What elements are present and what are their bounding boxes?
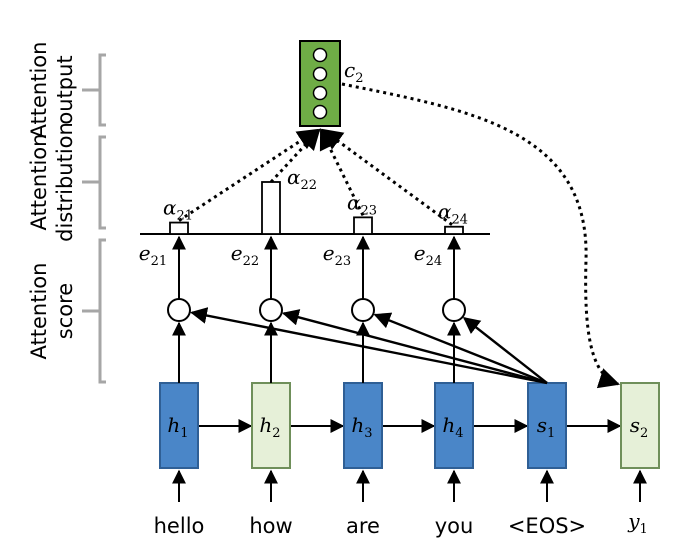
output-bracket — [82, 53, 106, 127]
decoder-query-arrow — [462, 316, 548, 384]
input-word-2: are — [346, 514, 380, 538]
input-word-3: you — [435, 514, 474, 538]
input-word-0: hello — [154, 514, 205, 538]
attention-weight-label-2: α22 — [287, 165, 317, 193]
encoder-symbol-0: h1 — [167, 413, 188, 441]
output-label-line2: output — [53, 55, 77, 124]
output-token-5: y1 — [627, 509, 648, 537]
attention-weight-bar-2 — [261, 181, 281, 235]
encoder-symbol-2: h3 — [351, 413, 372, 441]
score-node-3 — [351, 298, 375, 322]
attention-score-label: Attention score — [27, 263, 77, 360]
weight-to-context-arrow — [319, 128, 365, 217]
score-label-line2: score — [53, 283, 77, 339]
score-node-2 — [259, 298, 283, 322]
score-label-2: e22 — [231, 241, 259, 269]
attention-weight-bar-4 — [444, 225, 464, 235]
score-bracket — [82, 238, 106, 384]
decoder-query-arrow — [190, 307, 548, 385]
attention-weight-label-1: α21 — [163, 196, 193, 224]
context-label: c2 — [344, 58, 363, 86]
weight-to-context-arrow — [269, 128, 321, 184]
weight-to-context-arrow — [321, 128, 453, 226]
attention-weight-bar-3 — [353, 216, 373, 235]
distribution-label-line1: Attention — [27, 134, 51, 231]
attention-weight-label-3: α23 — [347, 190, 377, 218]
decoder-query-arrow — [281, 309, 548, 385]
context-vector-unit — [312, 66, 328, 82]
context-vector-unit — [312, 47, 328, 63]
score-label-3: e23 — [323, 241, 351, 269]
context-vector-unit — [312, 104, 328, 120]
score-node-1 — [167, 298, 191, 322]
score-label-1: e21 — [139, 241, 167, 269]
decoder-query-arrow — [373, 312, 548, 385]
output-label-line1: Attention — [27, 42, 51, 139]
attention-weight-bar-1 — [169, 221, 189, 235]
encoder-symbol-3: h4 — [442, 413, 463, 441]
decoder-symbol-5: s2 — [630, 413, 649, 441]
distribution-bracket — [82, 135, 106, 230]
input-word-4: <EOS> — [508, 514, 586, 538]
distribution-label-line2: distribution — [53, 122, 77, 242]
encoder-symbol-1: h2 — [259, 413, 280, 441]
decoder-symbol-4: s1 — [537, 413, 556, 441]
score-label-line1: Attention — [27, 263, 51, 360]
encoder-hidden-3 — [343, 382, 383, 469]
encoder-hidden-1 — [159, 382, 199, 469]
score-label-4: e24 — [414, 241, 442, 269]
score-node-4 — [442, 298, 466, 322]
decoder-state-2 — [620, 382, 660, 469]
attention-distribution-label: Attention distribution — [27, 122, 77, 242]
attention-output-label: Attention output — [27, 42, 77, 139]
decoder-state-1 — [527, 382, 567, 469]
context-vector-unit — [312, 85, 328, 101]
input-word-1: how — [249, 514, 292, 538]
attention-weight-label-4: α24 — [438, 200, 468, 228]
